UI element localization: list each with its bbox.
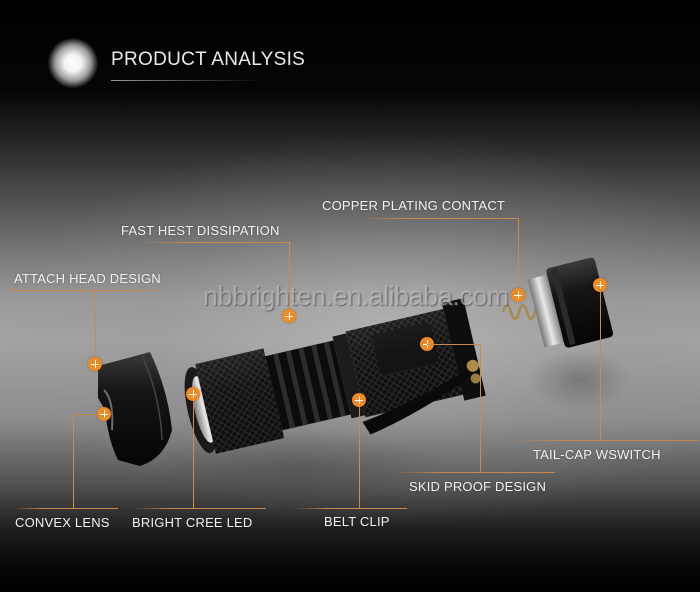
- plus-circle-icon: [97, 407, 111, 421]
- page-title: PRODUCT ANALYSIS: [111, 49, 306, 70]
- leader-line: [360, 218, 519, 219]
- leader-line: [12, 508, 118, 509]
- head-bezel: [98, 352, 172, 466]
- reflection: [530, 350, 630, 410]
- watermark: nbbrighten.en.alibaba.com: [203, 281, 509, 311]
- leader-line: [73, 414, 98, 415]
- leader-line: [600, 291, 601, 441]
- leader-line: [289, 242, 290, 314]
- plus-circle-icon: [282, 309, 296, 323]
- plus-circle-icon: [511, 288, 525, 302]
- reflection: [150, 430, 450, 510]
- callout-skid-proof-design: SKID PROOF DESIGN: [409, 479, 547, 494]
- callout-tail-cap-switch: TAIL-CAP WSWITCH: [533, 447, 661, 462]
- leader-line: [480, 344, 481, 472]
- leader-line: [295, 508, 407, 509]
- plus-circle-icon: [352, 393, 366, 407]
- leader-line: [10, 290, 178, 291]
- title-underline: [111, 80, 261, 81]
- plus-circle-icon: [88, 357, 102, 371]
- callout-fast-heat-dissipation: FAST HEST DISSIPATION: [121, 223, 280, 238]
- leader-line: [510, 440, 697, 441]
- leader-line: [518, 218, 519, 295]
- leader-line: [427, 344, 481, 345]
- leader-line: [132, 508, 266, 509]
- callout-attach-head-design: ATTACH HEAD DESIGN: [14, 271, 161, 286]
- callout-convex-lens: CONVEX LENS: [15, 515, 110, 530]
- leader-line: [95, 290, 96, 360]
- light-glow-icon: [48, 38, 98, 88]
- callout-bright-cree-led: BRIGHT CREE LED: [132, 515, 253, 530]
- leader-line: [359, 406, 360, 508]
- leader-line: [193, 400, 194, 508]
- leader-line: [73, 414, 74, 508]
- leader-line: [140, 242, 290, 243]
- callout-copper-plating-contact: COPPER PLATING CONTACT: [322, 198, 506, 213]
- plus-circle-icon: [186, 387, 200, 401]
- callout-belt-clip: BELT CLIP: [324, 514, 390, 529]
- plus-circle-icon: [593, 278, 607, 292]
- leader-line: [395, 472, 555, 473]
